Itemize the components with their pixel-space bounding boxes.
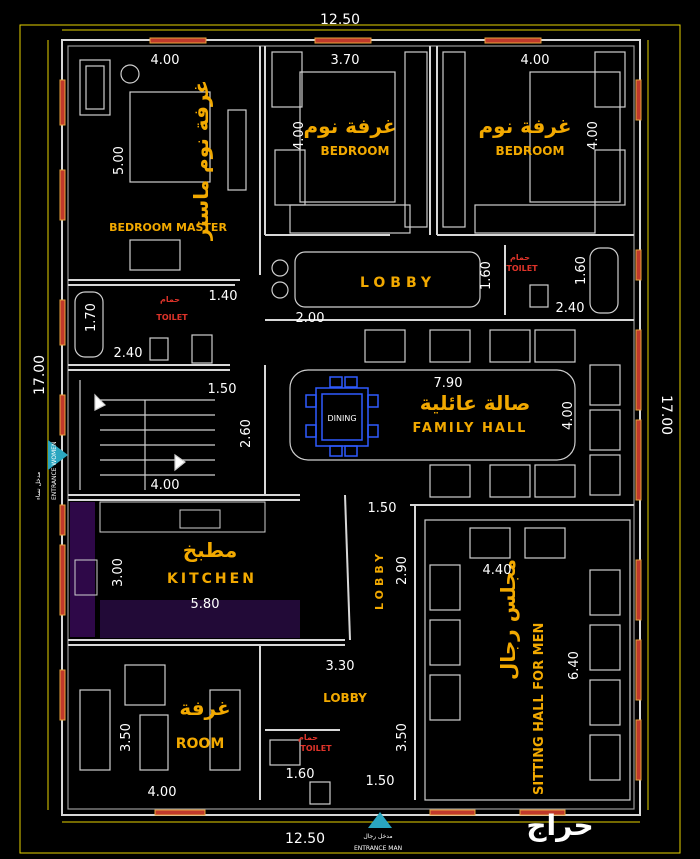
staircase xyxy=(79,380,215,490)
bedroom-2-en: BEDROOM xyxy=(496,144,565,158)
entrance-men-en: ENTRANCE MAN xyxy=(354,845,402,852)
watermark-logo: حراج xyxy=(526,809,593,843)
stairs-w2: 4.00 xyxy=(151,478,180,493)
drawing-frame xyxy=(19,24,681,854)
lobby-mid-h: 2.90 xyxy=(395,556,410,585)
toilet-bottom-w: 1.60 xyxy=(286,767,315,782)
entrance-women-en: ENTRANCE WOMEN xyxy=(51,442,58,500)
men-hall-furniture xyxy=(424,519,631,801)
room-h: 3.50 xyxy=(119,723,134,752)
toilet-left-ar: حمام xyxy=(160,295,180,304)
room-en: ROOM xyxy=(176,736,225,752)
toilet-bottom-en: TOILET xyxy=(300,744,332,753)
bedroom-master-furniture xyxy=(79,59,247,271)
overall-height-left: 17.00 xyxy=(32,355,48,395)
room-w: 4.00 xyxy=(148,785,177,800)
family-hall-h: 4.00 xyxy=(561,401,576,430)
toilet-right-en: TOILET xyxy=(506,264,538,273)
bedroom-2-ar: غرفة نوم xyxy=(479,114,572,138)
toilet-left-en: TOILET xyxy=(156,313,188,322)
bedroom-master-en: BEDROOM MASTER xyxy=(109,221,227,234)
kitchen-en: KITCHEN xyxy=(167,571,257,587)
lobby-bottom-en: LOBBY xyxy=(323,691,367,705)
overall-width-bottom: 12.50 xyxy=(285,831,325,847)
interior-walls xyxy=(68,46,634,800)
exterior-wall-inner xyxy=(67,45,635,810)
bedroom-master-h: 5.00 xyxy=(112,146,127,175)
toilet-right-h: 1.60 xyxy=(574,256,589,285)
lobby-top-h: 1.60 xyxy=(479,261,494,290)
bedroom-1-en: BEDROOM xyxy=(321,144,390,158)
men-hall-en: SITTING HALL FOR MEN xyxy=(532,623,547,795)
entrance-women: مدخل نساء ENTRANCE WOMEN xyxy=(35,440,68,500)
bedroom-2-w: 4.00 xyxy=(521,53,550,68)
men-hall-w: 4.40 xyxy=(483,563,512,578)
toilet-bottom-ar: حمام xyxy=(298,733,318,742)
bedroom-1-ar: غرفة نوم xyxy=(304,114,397,138)
lobby-bottom-w2: 1.50 xyxy=(366,774,395,789)
lobby-bottom-h: 3.50 xyxy=(395,723,410,752)
bedroom-2-furniture xyxy=(442,51,626,234)
toilet-left-h: 1.70 xyxy=(84,303,99,332)
bedroom-1-furniture xyxy=(271,51,428,234)
stairs-h: 2.60 xyxy=(239,419,254,448)
kitchen-w: 5.80 xyxy=(191,597,220,612)
lobby-top-w: 2.00 xyxy=(296,311,325,326)
entrance-men-ar: مدخل رجال xyxy=(363,833,392,840)
room-ar: غرفة xyxy=(179,696,230,720)
dining-label: DINING xyxy=(327,414,356,423)
lobby-bottom-w: 3.30 xyxy=(326,659,355,674)
men-hall-h: 6.40 xyxy=(567,651,582,680)
overall-width-top: 12.50 xyxy=(320,12,360,28)
kitchen-h: 3.00 xyxy=(111,558,126,587)
bedroom-1-h: 4.00 xyxy=(292,121,307,150)
stairs-w: 1.50 xyxy=(208,382,237,397)
family-hall-ar: صالة عائلية xyxy=(420,391,531,415)
overall-height-right: 17.00 xyxy=(658,395,674,435)
lobby-mid-w: 1.50 xyxy=(368,501,397,516)
kitchen-ar: مطبخ xyxy=(183,538,237,562)
bedroom-master-w: 4.00 xyxy=(151,53,180,68)
toilet-fixtures xyxy=(74,247,619,805)
lobby-top-en: LOBBY xyxy=(360,275,436,291)
kitchen-furniture xyxy=(70,501,300,638)
lobby-mid-en: LOBBY xyxy=(373,550,386,610)
lobby-top-furniture xyxy=(271,251,481,308)
dining-table xyxy=(305,376,379,457)
family-hall-furniture xyxy=(289,329,621,498)
lobby-top-extra: 1.40 xyxy=(209,289,238,304)
entrance-women-ar: مدخل نساء xyxy=(35,472,42,500)
men-hall-ar: مجلس رجال xyxy=(496,559,520,680)
room-furniture xyxy=(79,664,241,771)
family-hall-en: FAMILY HALL xyxy=(413,421,528,436)
bedroom-2-h: 4.00 xyxy=(586,121,601,150)
family-hall-w: 7.90 xyxy=(434,376,463,391)
entrance-men: مدخل رجال ENTRANCE MAN xyxy=(354,812,402,852)
toilet-left-w: 2.40 xyxy=(114,346,143,361)
bedroom-master-ar: غرفة نوم ماستر xyxy=(189,80,213,241)
toilet-right-w: 2.40 xyxy=(556,301,585,316)
bedroom-1-w: 3.70 xyxy=(331,53,360,68)
windows xyxy=(59,37,642,816)
toilet-right-ar: حمام xyxy=(510,253,530,262)
